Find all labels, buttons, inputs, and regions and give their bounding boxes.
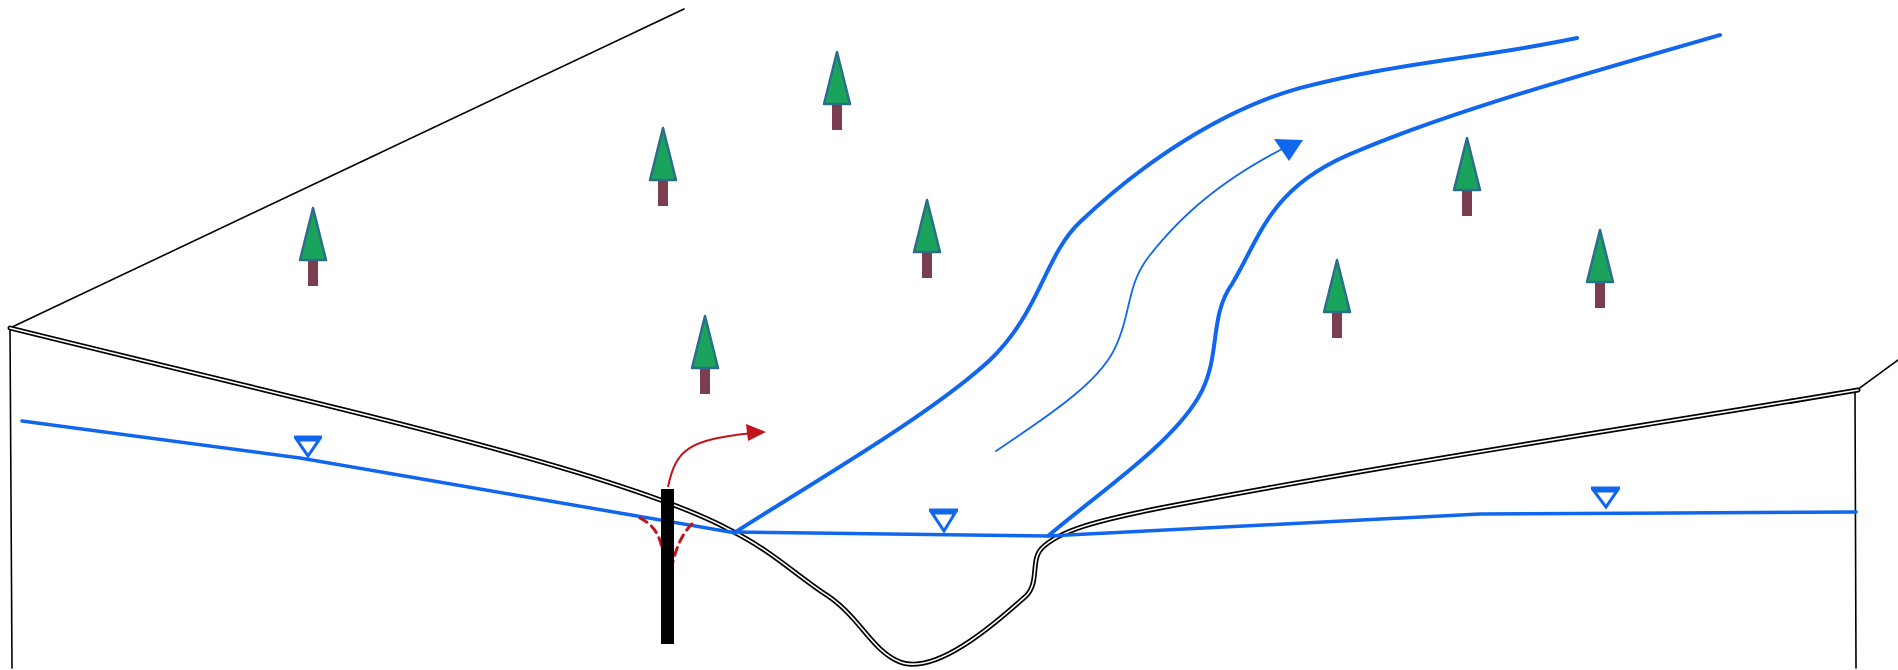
front-right-edge <box>1854 391 1857 669</box>
ground-surface-profile-inner <box>9 327 1859 665</box>
conifer-tree-icon <box>1452 136 1482 216</box>
inverted-triangle-icon <box>294 438 322 459</box>
stream-right-bank <box>1046 33 1722 538</box>
conifer-tree-icon <box>298 206 328 286</box>
trees <box>298 50 1615 394</box>
inverted-triangle-icon <box>929 511 958 534</box>
ground-surface <box>7 325 1861 667</box>
back-right-edge <box>1856 359 1898 391</box>
inverted-triangle-icon <box>1591 489 1620 510</box>
stream-channel <box>732 33 1722 538</box>
water-table-markers <box>294 435 1620 534</box>
block-outline <box>9 8 1898 669</box>
pumping-arrowhead-icon <box>746 424 766 441</box>
stream-left-bank <box>732 36 1579 535</box>
stream-center-flowline <box>995 144 1291 452</box>
conifer-tree-icon <box>822 50 852 130</box>
pumping-well <box>661 489 674 644</box>
conifer-tree-icon <box>690 314 720 394</box>
stream-flow-arrowhead <box>1274 139 1303 161</box>
front-left-edge <box>9 327 13 669</box>
water-table <box>20 419 1858 538</box>
water-table-line <box>20 419 1858 538</box>
pumping-discharge-arrow <box>667 432 753 488</box>
cone-left-limb <box>638 516 666 564</box>
cone-right-limb <box>670 522 694 567</box>
ground-surface-profile <box>7 325 1861 667</box>
water-table-marker-left <box>294 435 322 459</box>
water-table-marker-stream <box>929 508 958 534</box>
conifer-tree-icon <box>1585 228 1615 308</box>
back-left-edge <box>9 8 685 329</box>
conifer-tree-icon <box>1322 258 1352 338</box>
conifer-tree-icon <box>912 198 942 278</box>
water-table-marker-right <box>1591 486 1620 510</box>
conifer-tree-icon <box>648 126 678 206</box>
